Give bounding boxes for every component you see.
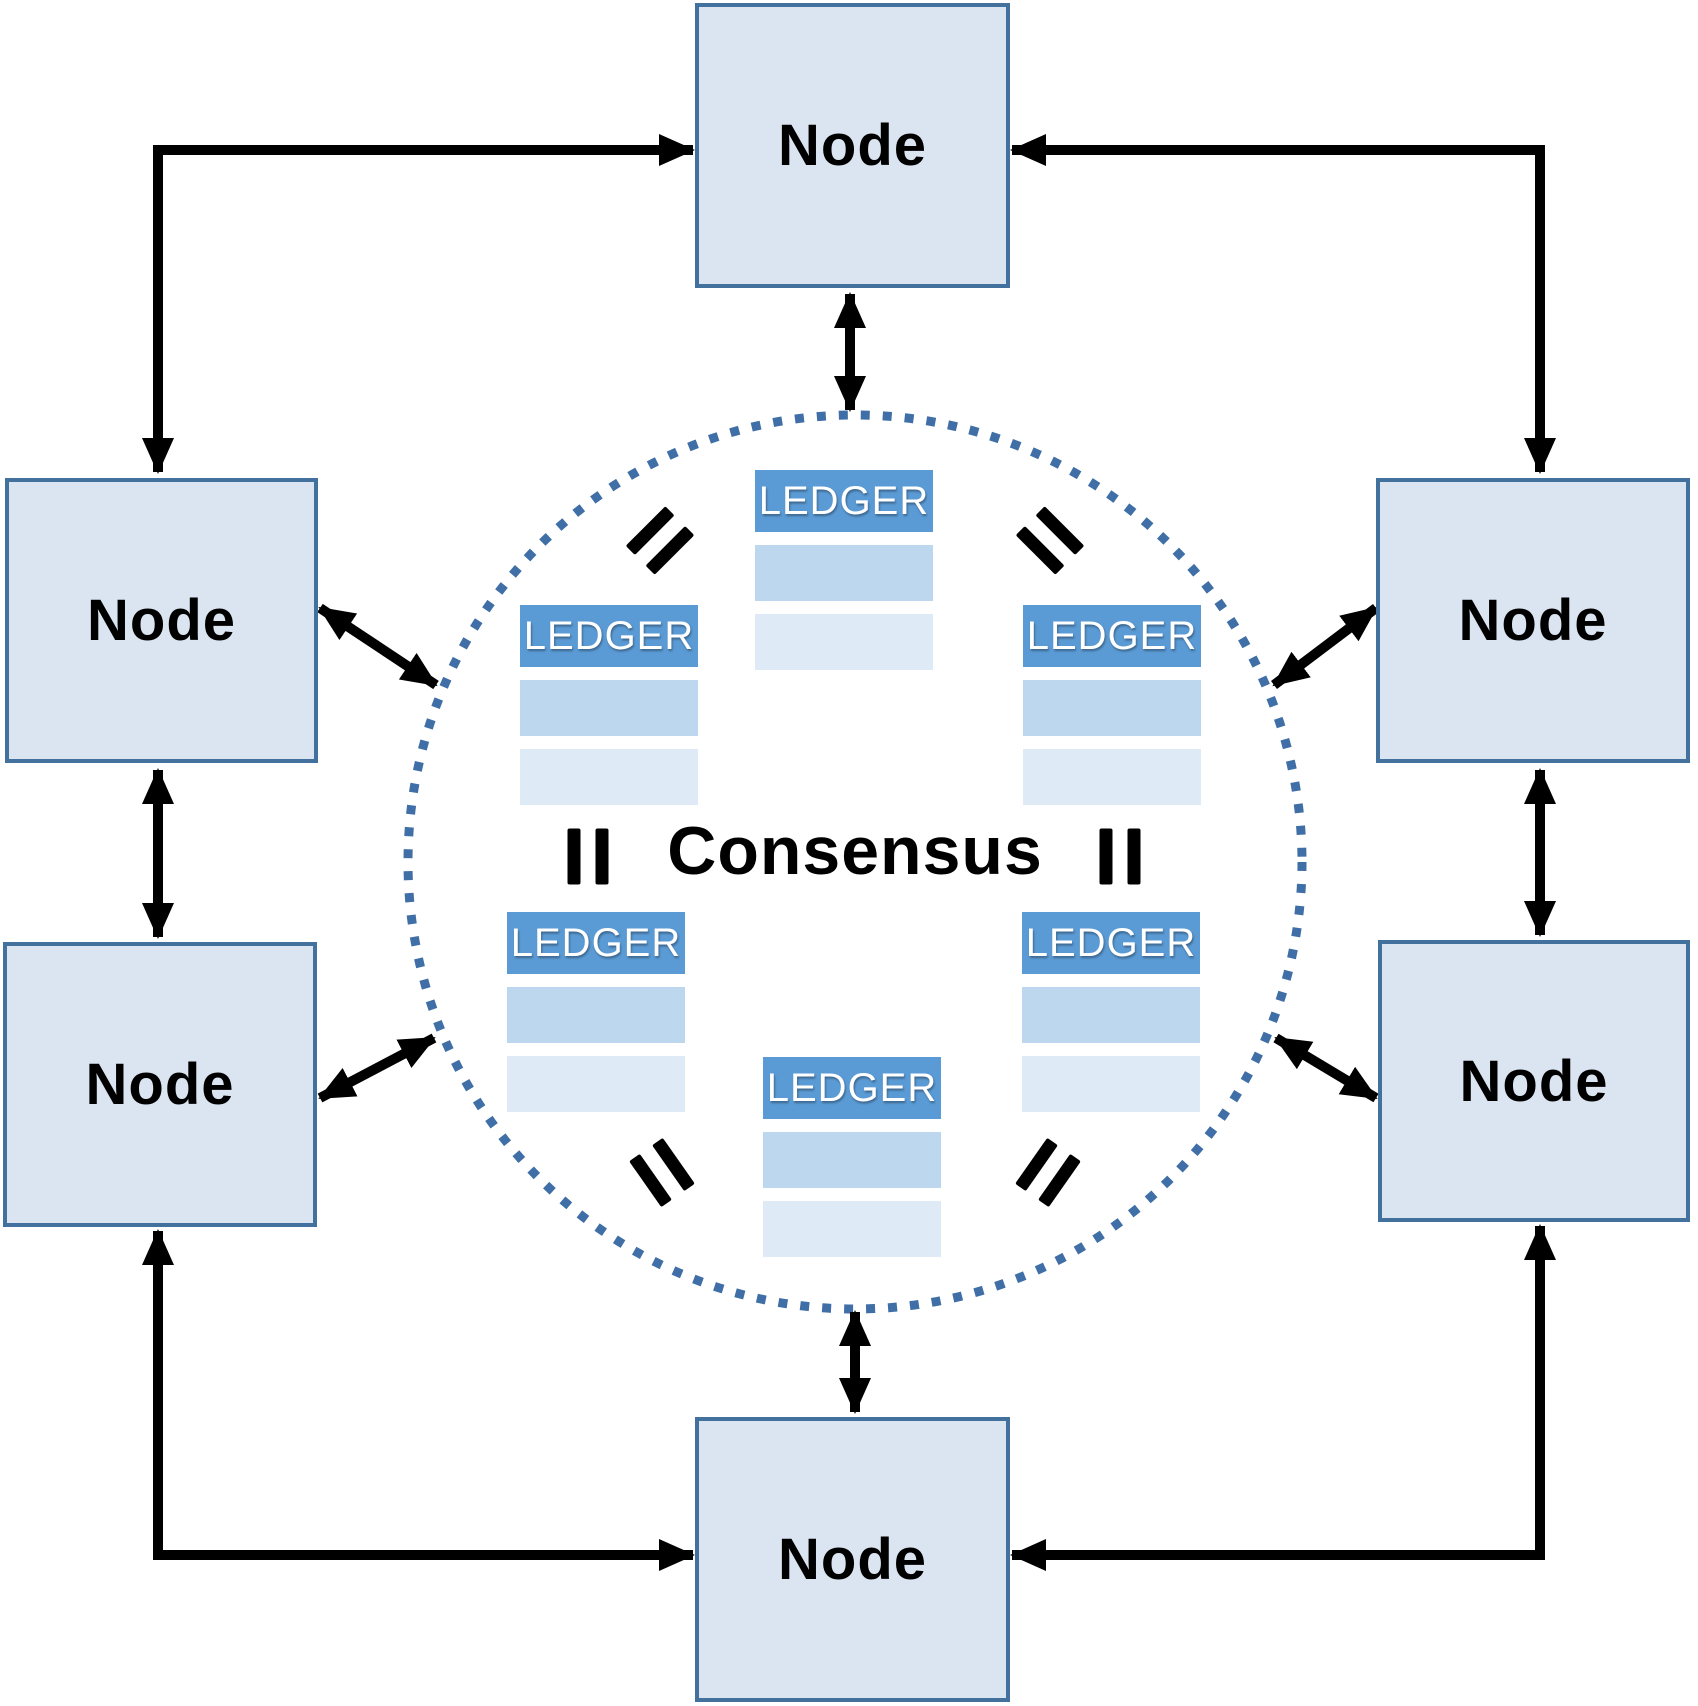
arrow-corner-bottom-right — [1010, 1224, 1556, 1572]
ledger-title: LEDGER — [507, 912, 685, 974]
ledger-row — [507, 1056, 685, 1112]
ledger-row — [1022, 987, 1200, 1043]
ledger-title: LEDGER — [763, 1057, 941, 1119]
ledger-row — [507, 987, 685, 1043]
consensus-dotted-circle — [403, 410, 1307, 1314]
arrow-lower-right-diagonal — [1273, 1033, 1379, 1103]
ledger-title: LEDGER — [755, 470, 933, 532]
arrow-corner-top-left — [142, 133, 695, 474]
arrow-upper-right-diagonal — [1270, 604, 1380, 689]
arrow-corner-bottom-left — [141, 1229, 695, 1571]
ledger-title: LEDGER — [1022, 912, 1200, 974]
node-bottom: Node — [695, 1417, 1010, 1702]
arrow-upper-left-diagonal — [317, 603, 439, 690]
ledger-row — [763, 1132, 941, 1188]
arrow-lower-left-diagonal — [317, 1033, 437, 1103]
ledger-bottom-left: LEDGER — [507, 912, 685, 1112]
node-left-lower: Node — [3, 942, 317, 1227]
ledger-row — [1023, 680, 1201, 736]
node-right-upper: Node — [1376, 478, 1690, 763]
arrow-corner-top-right — [1010, 134, 1557, 474]
ledger-row — [1022, 1056, 1200, 1112]
ledger-row — [755, 614, 933, 670]
ledger-top-center: LEDGER — [755, 470, 933, 670]
ledger-bottom-right: LEDGER — [1022, 912, 1200, 1112]
node-top: Node — [695, 3, 1010, 288]
ledger-row — [1023, 749, 1201, 805]
node-left-upper: Node — [5, 478, 318, 763]
ledger-title: LEDGER — [520, 605, 698, 667]
node-right-lower: Node — [1378, 940, 1690, 1222]
ledger-row — [763, 1201, 941, 1257]
ledger-mid-right: LEDGER — [1023, 605, 1201, 805]
ledger-mid-left: LEDGER — [520, 605, 698, 805]
ledger-bottom-center: LEDGER — [763, 1057, 941, 1257]
ledger-row — [755, 545, 933, 601]
ledger-row — [520, 680, 698, 736]
consensus-label: Consensus — [667, 813, 1043, 889]
ledger-row — [520, 749, 698, 805]
ledger-title: LEDGER — [1023, 605, 1201, 667]
